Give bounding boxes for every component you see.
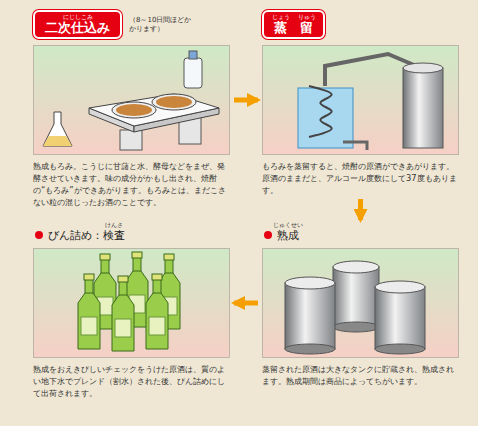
flask-liquid — [43, 136, 72, 146]
illustration-panel — [33, 248, 230, 358]
water-bath — [298, 88, 353, 148]
furigana: りゅう — [298, 14, 316, 20]
step-heading: びん詰め：検査 — [48, 228, 125, 242]
furigana: にじしこみ — [63, 14, 93, 20]
tank-bottom — [375, 344, 425, 354]
aging-tank — [333, 267, 379, 327]
bullet-dot — [35, 231, 43, 239]
heading-pill: 蒸 留 — [262, 10, 325, 39]
step-description: 熟成をおえきびしいチェックをうけた原酒は、質のよい地下水でブレンド（割水）された… — [33, 363, 230, 399]
illustration-panel — [262, 45, 459, 155]
furigana: じょう — [272, 14, 290, 20]
heading-row: 蒸 留 — [262, 10, 459, 39]
heading-row: 熟成 — [262, 228, 459, 242]
table-leg — [120, 130, 142, 150]
furigana: じゅくせい — [273, 222, 303, 228]
bottle-cap — [118, 276, 128, 282]
step-description: 熟成もろみ。こうじに甘藷と水、酵母などをまぜ、発酵させていきます。味の成分がかも… — [33, 160, 230, 208]
outlet — [343, 142, 367, 150]
step-heading: 熟成 — [277, 228, 299, 242]
bottle-cap — [84, 274, 94, 280]
aging-tank — [375, 287, 425, 349]
aging-tank — [285, 283, 335, 349]
bottle-body — [146, 293, 168, 349]
process-panel: 蒸 留もろみを蒸留すると、焼酎の原酒ができあがります。原酒のままだと、アルコール… — [262, 0, 459, 196]
flow-arrow — [358, 199, 363, 220]
step-description: 蒸留された原酒は大きなタンクに貯蔵され、熟成されます。熟成期間は商品によってちが… — [262, 363, 459, 387]
bullet-dot — [264, 231, 272, 239]
flow-arrow — [234, 301, 258, 306]
process-panel: 二次仕込み （8～10日間ほどかかります） 熟成もろみ。こうじに甘藷と水、酵母などを… — [33, 0, 230, 208]
flow-arrow — [234, 98, 258, 103]
tank-bottom — [285, 344, 335, 354]
bottle-label — [149, 317, 165, 335]
tank-top — [333, 261, 379, 273]
vat — [152, 94, 196, 110]
vat — [112, 102, 156, 118]
step-heading: 二次仕込み — [45, 20, 110, 35]
step-description: もろみを蒸留すると、焼酎の原酒ができあがります。原酒のままだと、アルコール度数に… — [262, 160, 459, 196]
bottle-cap — [152, 274, 162, 280]
tank-top — [403, 63, 443, 73]
tank-bottom — [333, 322, 379, 332]
bottle-cap — [100, 254, 110, 260]
process-panel: びん詰め：検査熟成をおえきびしいチェックをうけた原酒は、質のよい地下水でブレンド… — [33, 218, 230, 399]
bottle-cap — [132, 252, 142, 258]
bottle-label — [81, 317, 97, 335]
furigana: けんさ — [105, 222, 123, 228]
moromi — [156, 96, 192, 108]
tank-top — [285, 277, 335, 289]
bottle-body — [78, 293, 100, 349]
illustration — [263, 249, 458, 357]
heading-row: びん詰め：検査 — [33, 228, 230, 242]
tank-top — [375, 281, 425, 293]
bottle-cap — [164, 254, 174, 260]
still-tank — [403, 68, 443, 148]
illustration-panel — [262, 248, 459, 358]
bottle — [184, 58, 202, 88]
bottle-cap — [189, 51, 197, 59]
illustration — [34, 46, 229, 154]
step-heading: 蒸 留 — [274, 20, 313, 35]
process-panel: 熟成蒸留された原酒は大きなタンクに貯蔵され、熟成されます。熟成期間は商品によって… — [262, 218, 459, 387]
illustration — [34, 249, 229, 357]
table-top — [89, 94, 219, 126]
illustration-panel — [33, 45, 230, 155]
illustration — [263, 46, 458, 154]
bottle-label — [115, 319, 131, 337]
flask — [43, 112, 72, 146]
duration-note: （8～10日間ほどかかります） — [129, 16, 195, 34]
moromi — [116, 104, 152, 116]
condenser-coil — [309, 86, 332, 137]
bottle-body — [112, 295, 134, 351]
